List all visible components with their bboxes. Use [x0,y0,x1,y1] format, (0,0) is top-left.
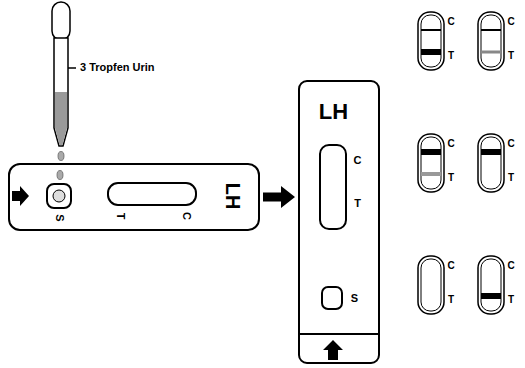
marking-letter: S [53,214,64,221]
marking-letter: T [508,295,514,305]
result-window [478,12,504,70]
result-window [108,183,196,205]
direction-arrow [323,340,343,360]
marking-letter: S [351,292,358,303]
result-window [418,12,444,70]
step-arrow [263,186,295,208]
sample-well [47,184,71,208]
brand-label: LH [223,182,243,209]
marking-letter: C [447,139,454,149]
marking-letter: T [508,51,514,61]
marking-letter: C [507,261,514,271]
marking-letter: C [447,17,454,27]
result-window [478,256,504,314]
urine-drop [57,171,63,180]
sample-well [322,287,342,309]
instruction-text: 3 Tropfen Urin [80,62,155,73]
sample-well-hole [53,190,65,202]
pipette [52,2,76,146]
result-window [478,134,504,192]
marking-letter: C [447,261,454,271]
marking-letter: T [448,173,454,183]
result-window [418,256,444,314]
test-band [481,149,501,155]
result-examples [418,12,504,314]
cassette-divider [299,333,379,335]
test-band [481,51,501,54]
test-band [421,149,441,155]
marking-letter: T [448,295,454,305]
test-cassette: LH C T S [298,80,380,364]
test-band [421,49,441,55]
marking-letter: T [114,212,125,219]
test-band [481,293,501,299]
marking-letter: T [354,197,361,208]
marking-letter: C [507,17,514,27]
marking-letter: T [508,173,514,183]
direction-arrow [12,186,29,206]
result-window [320,145,346,229]
marking-letter: T [448,51,454,61]
marking-letter: C [507,139,514,149]
result-window [418,134,444,192]
marking-letter: C [354,154,362,165]
marking-letter: C [180,212,191,220]
brand-label: LH [319,101,348,123]
test-band [421,29,441,31]
urine-drop [58,152,64,161]
test-cassette: S T C LH [8,163,260,231]
test-band [481,29,501,31]
test-band [421,172,441,176]
